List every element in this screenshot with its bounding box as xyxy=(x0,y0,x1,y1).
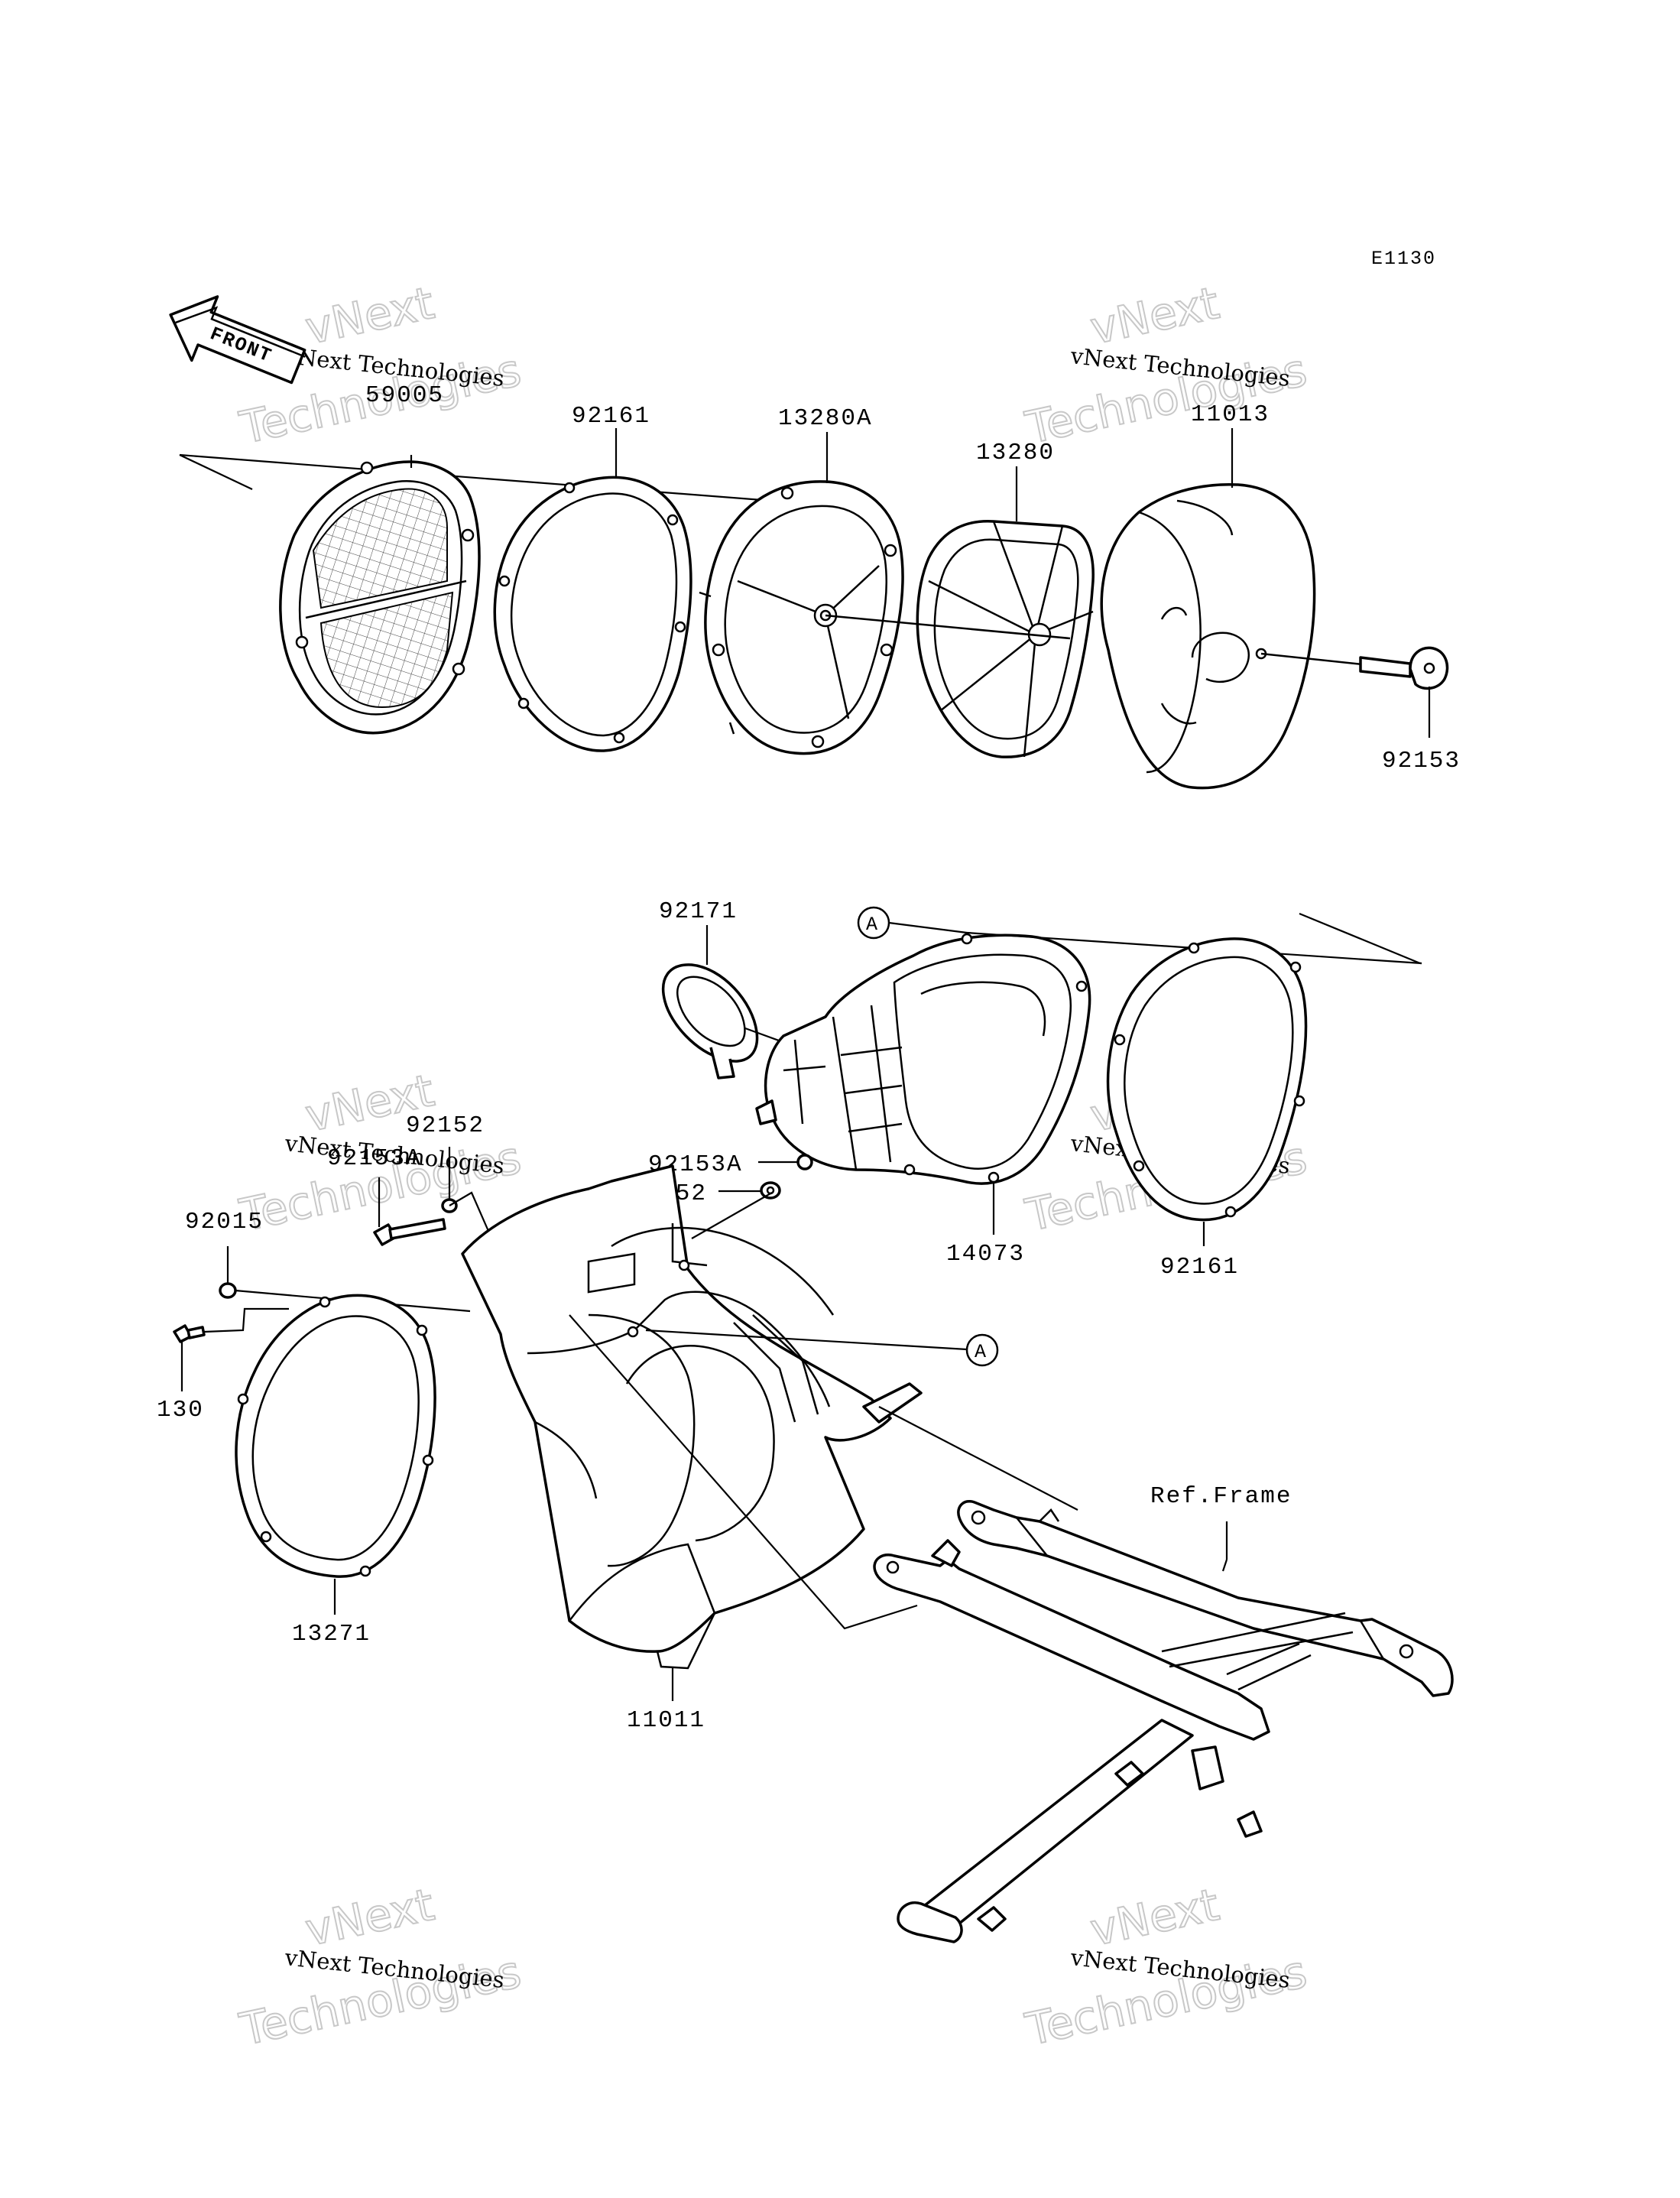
part-gasket-13271 xyxy=(235,1294,436,1578)
leader-airbox-to-frame-lower xyxy=(569,1314,918,1630)
callout-13280: 13280 xyxy=(976,440,1055,466)
callout-92171: 92171 xyxy=(659,898,738,925)
callout-13280A: 13280A xyxy=(778,405,873,432)
callout-92015: 92015 xyxy=(185,1209,264,1235)
part-gasket-92161-top xyxy=(493,476,692,752)
callout-92153A-left: 92153A xyxy=(327,1145,422,1172)
diagram-code: E1130 xyxy=(1371,248,1436,270)
callout-a-upper-marker: A xyxy=(857,906,890,940)
leader-airbox-to-frame-upper xyxy=(878,1406,1078,1511)
callout-92153: 92153 xyxy=(1382,748,1461,774)
leader-ref-frame xyxy=(1221,1521,1228,1572)
callout-92161-bottom: 92161 xyxy=(1160,1254,1239,1281)
watermark-vnext: vNext xyxy=(301,1878,439,1956)
ref-frame-label: Ref.Frame xyxy=(1150,1483,1292,1510)
part-cage-13280A xyxy=(699,480,904,755)
part-gasket-92161-bottom xyxy=(1106,937,1308,1222)
part-washer-92015 xyxy=(219,1282,237,1299)
callout-92152-left: 92152 xyxy=(406,1112,485,1139)
callout-11011: 11011 xyxy=(627,1707,705,1734)
part-cover-11013 xyxy=(1100,482,1316,790)
leader-airbox-to-92152 xyxy=(691,1192,773,1239)
part-bolt-92153A-left xyxy=(373,1218,446,1246)
leader-130-axis xyxy=(203,1307,289,1333)
part-clamp-92171 xyxy=(661,963,759,1080)
part-nut-92153A-mid xyxy=(796,1154,813,1170)
part-subframe xyxy=(873,1500,1454,1943)
leader-a-upper xyxy=(888,921,968,934)
watermark-vnext: vNext xyxy=(301,277,439,355)
watermark-vnext: vNext xyxy=(1086,1878,1224,1956)
callout-59005: 59005 xyxy=(365,382,444,409)
callout-14073: 14073 xyxy=(946,1241,1025,1268)
axis-line-top xyxy=(179,453,773,502)
part-holder-14073 xyxy=(755,933,1091,1185)
part-airbox-11011 xyxy=(461,1164,923,1670)
callout-92161-top: 92161 xyxy=(572,403,650,430)
part-grommet-92152-mid xyxy=(760,1181,781,1200)
callout-a-lower: A xyxy=(975,1341,988,1363)
callout-a-upper: A xyxy=(866,914,879,936)
callout-13271: 13271 xyxy=(292,1621,371,1648)
part-wingbolt-92153 xyxy=(1260,646,1449,690)
part-bolt-130 xyxy=(173,1324,206,1343)
leader-airbox-to-a xyxy=(645,1329,968,1351)
part-filter-13280 xyxy=(825,520,1095,758)
watermark-vnext: vNext xyxy=(1086,277,1224,355)
axis-line-left xyxy=(179,454,253,490)
watermark-bottom-right: vNext Technologies vNext Technologies xyxy=(1020,1878,1312,2057)
callout-11013: 11013 xyxy=(1191,401,1270,428)
callout-a-lower-marker: A xyxy=(965,1333,999,1367)
watermark-bottom-left: vNext Technologies vNext Technologies xyxy=(235,1878,527,2057)
axis-line-middle-right xyxy=(1299,912,1421,965)
part-screen-59005 xyxy=(279,460,481,735)
callout-130: 130 xyxy=(157,1397,204,1424)
front-arrow-icon: FRONT xyxy=(169,295,306,385)
